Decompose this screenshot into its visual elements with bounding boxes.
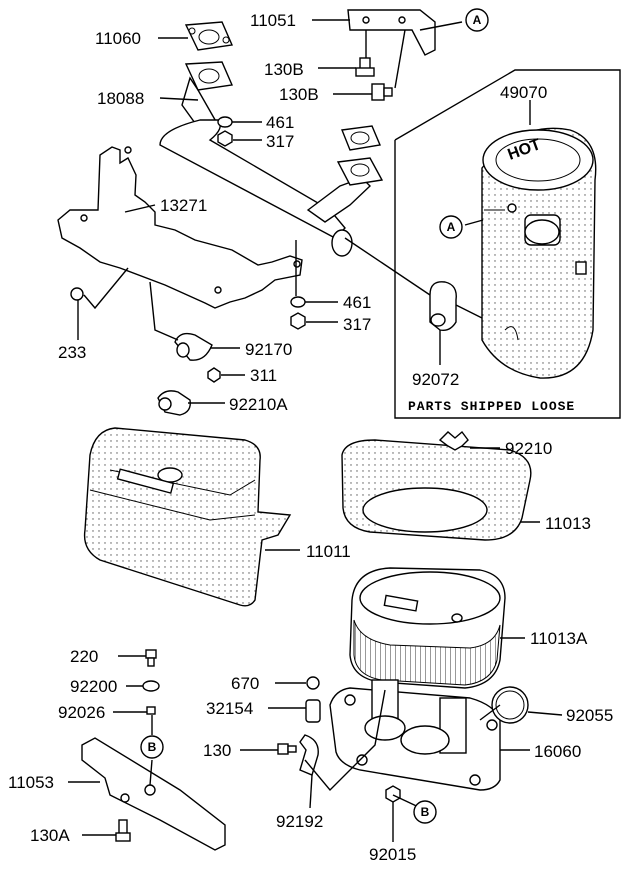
o-ring: [491, 686, 529, 724]
callout-b-base: B: [413, 800, 437, 824]
washer-92200: [142, 680, 160, 692]
bolt-233: [70, 287, 84, 301]
nut-92015: [385, 785, 401, 803]
svg-text:A: A: [473, 13, 482, 27]
label-11060: 11060: [95, 29, 141, 48]
washer-461-upper: [217, 116, 233, 128]
label-92170: 92170: [245, 340, 292, 359]
callout-a-muffler: A: [439, 215, 463, 239]
label-92015: 92015: [369, 845, 416, 864]
parts-shipped-loose-box: PARTS SHIPPED LOOSE: [394, 69, 621, 419]
label-92072: 92072: [412, 370, 459, 389]
label-92210: 92210: [505, 439, 552, 458]
label-11051: 11051: [250, 11, 296, 30]
heat-shield: [57, 146, 303, 309]
bolt-130b-upper: [355, 57, 375, 77]
label-317-lower: 317: [343, 315, 371, 334]
clamp-92170: [174, 332, 213, 361]
callout-b-bracket: B: [140, 735, 164, 759]
label-461-lower: 461: [343, 293, 371, 312]
exhaust-flange-upper: [184, 61, 234, 91]
pre-cleaner-foam: [341, 439, 532, 541]
label-11013: 11013: [545, 514, 591, 533]
label-130b-upper: 130B: [264, 60, 304, 79]
label-311: 311: [250, 366, 277, 385]
nut-317-lower: [290, 312, 306, 330]
label-11013a: 11013A: [530, 629, 588, 648]
muffler: HOT: [481, 127, 597, 379]
nut-317-upper: [217, 130, 233, 147]
label-11053: 11053: [8, 773, 54, 792]
label-16060: 16060: [534, 742, 581, 761]
parts-shipped-loose-note: PARTS SHIPPED LOOSE: [408, 399, 575, 414]
bolt-220: [145, 649, 157, 667]
air-filter-element: [349, 567, 506, 689]
air-cleaner-cover: [83, 427, 292, 607]
exhaust-pipe: [159, 76, 372, 257]
svg-text:B: B: [148, 740, 157, 754]
label-11011: 11011: [306, 542, 351, 561]
label-49070: 49070: [500, 83, 547, 102]
label-92200: 92200: [70, 677, 117, 696]
bolt-130a: [115, 819, 131, 842]
bolt-130: [277, 743, 297, 755]
label-461-upper: 461: [266, 113, 294, 132]
label-130a: 130A: [30, 826, 70, 845]
label-92192: 92192: [276, 812, 323, 831]
hose-92192: [299, 734, 319, 776]
collar-92026: [146, 706, 156, 715]
bolt-130b-lower: [371, 83, 393, 101]
exhaust-flange-right: [336, 157, 384, 186]
label-32154: 32154: [206, 699, 253, 718]
nut-311: [207, 367, 221, 383]
label-92026: 92026: [58, 703, 105, 722]
exhaust-gasket-right: [341, 125, 381, 151]
label-670: 670: [231, 674, 259, 693]
cover-knob: [157, 390, 191, 416]
svg-text:B: B: [421, 805, 430, 819]
label-130b-lower: 130B: [279, 85, 319, 104]
label-317-upper: 317: [266, 132, 294, 151]
svg-text:A: A: [447, 220, 456, 234]
part-labels: 11060 11051 130B 130B 18088 461 317 4907…: [8, 11, 613, 864]
label-130: 130: [203, 741, 231, 760]
muffler-bracket: [347, 9, 436, 56]
air-cleaner-base: [329, 679, 501, 791]
leader-lines: [68, 19, 563, 842]
exhaust-clamp: [429, 281, 483, 332]
exhaust-gasket-upper: [184, 21, 234, 51]
label-18088: 18088: [97, 89, 144, 108]
label-233: 233: [58, 343, 86, 362]
label-92210a: 92210A: [229, 395, 288, 414]
callout-a-top: A: [465, 8, 489, 32]
grommet-670: [306, 676, 320, 690]
wing-nut-92210: [438, 430, 469, 451]
washer-461-lower: [290, 296, 306, 308]
label-92055: 92055: [566, 706, 613, 725]
label-13271: 13271: [160, 196, 207, 215]
fitting-32154: [305, 699, 321, 723]
label-220: 220: [70, 647, 98, 666]
